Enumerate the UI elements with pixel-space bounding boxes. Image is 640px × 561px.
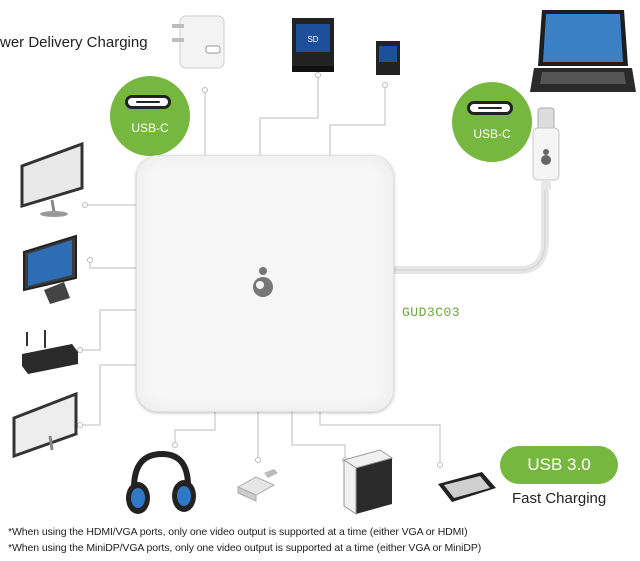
laptop-icon: [530, 10, 636, 92]
tv-icon: [23, 234, 77, 304]
svg-text:SD: SD: [307, 35, 318, 44]
usb-c-plug-icon: [236, 469, 278, 502]
usb-c-label-left: USB-C: [131, 121, 169, 135]
usb-c-port-icon: [467, 101, 513, 115]
fast-charging-label: Fast Charging: [512, 490, 607, 507]
headphones-icon: [126, 450, 196, 514]
power-adapter-icon: [172, 15, 225, 69]
phone-icon: [438, 472, 496, 502]
usb-c-plug-cable-icon: [532, 107, 560, 190]
display-icon: [12, 392, 78, 459]
hard-drive-icon: [342, 449, 394, 515]
logo-icon: [253, 267, 273, 297]
micro-sd-icon: [376, 41, 400, 75]
monitor-icon: [20, 142, 84, 217]
usb-c-port-icon: [125, 95, 171, 109]
footnote-hdmi-vga: *When using the HDMI/VGA ports, only one…: [8, 526, 468, 538]
usb-c-label-right: USB-C: [473, 127, 511, 141]
footnote-minidp-vga: *When using the MiniDP/VGA ports, only o…: [8, 542, 482, 554]
usb-3-badge: USB 3.0: [500, 446, 618, 484]
usb-c-bubble-left: USB-C: [110, 76, 190, 156]
model-label: GUD3C03: [402, 305, 461, 320]
router-icon: [22, 330, 78, 374]
usb-c-bubble-right: USB-C: [452, 82, 532, 162]
power-delivery-label: wer Delivery Charging: [0, 34, 148, 51]
sd-card-icon: SD: [292, 18, 334, 72]
